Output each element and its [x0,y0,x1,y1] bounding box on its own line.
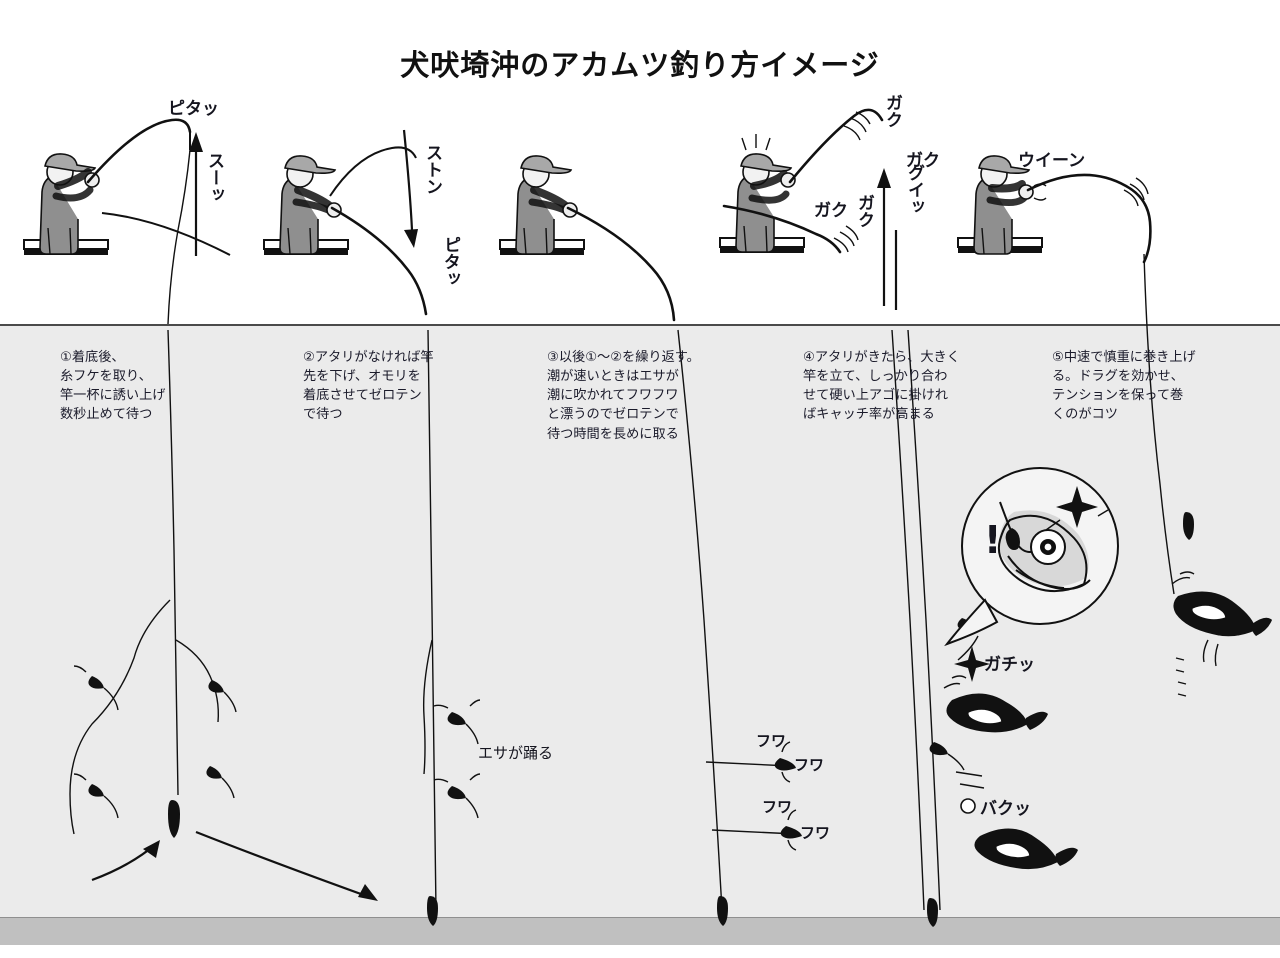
station-1-up-arrow [189,132,203,256]
biting-fish [974,828,1078,870]
step-description-3: ③以後①〜②を繰り返す。 潮が速いときはエサが 潮に吹かれてフワフワ と漂うので… [547,350,700,442]
bait [208,680,237,713]
station-2-rod [329,146,428,316]
bait [774,741,796,783]
sfx-gaku-3: ガク [814,201,848,221]
sfx-fuwa-4: フワ [800,824,831,842]
station-1-rod [86,118,231,325]
station-5-rig [1171,512,1272,697]
station-1-rig [69,329,378,901]
station-1-lift-arrow [91,840,160,882]
hooked-fish [943,675,1048,733]
bait [433,773,481,819]
station-2-down-arrow [402,129,418,248]
bait [206,766,235,799]
sfx-gaku-2: ガク [906,151,940,171]
bite-bubble [960,798,976,814]
caught-fish [1171,571,1272,667]
sfx-fuwa-1: フワ [756,732,787,750]
sfx-ston: ストン [422,144,442,195]
sfx-guitt: グイッ [904,164,924,215]
station-3-rod [566,206,676,322]
station-2-angler [263,155,349,255]
station-5-angler [957,155,1047,255]
step-description-5: ⑤中速で慎重に巻き上げ る。ドラグを効かせ、 テンションを保って巻 くのがコツ [1052,350,1196,423]
station-4-rod-low [722,204,859,254]
bait [73,665,119,711]
figure-title: 犬吠埼沖のアカムツ釣り方イメージ [400,48,880,82]
sfx-gaku-1: ガク [882,94,902,128]
note-esa-ga-odoru: エサが踊る [478,744,554,762]
water-region [0,326,1280,918]
seabed-region [0,918,1280,945]
sfx-gaku-4: ガク [854,194,874,228]
bait [780,809,802,851]
station-4-rod-up [788,108,884,184]
station-3-angler [499,155,585,255]
station-3-rig [677,329,802,926]
bait [73,773,119,819]
sfx-bakutt: バクッ [980,799,1031,819]
sfx-gachitt: ガチッ [984,655,1035,675]
station-4-rig [891,329,1078,927]
water-surface-line [0,324,1280,326]
bait [929,742,965,771]
sfx-fuwa-3: フワ [762,798,793,816]
step-description-1: ①着底後、 糸フケを取り、 竿一杯に誘い上げ 数秒止めて待つ [60,350,166,423]
station-2-rig [423,329,481,926]
station-5-rod [1026,173,1175,595]
station-1-angler [23,153,109,255]
bait [433,699,481,745]
sfx-suu: スーッ [204,152,224,203]
step-description-4: ④アタリがきたら、大きく 竿を立て、しっかり合わ せて硬い上アゴに掛けれ ばキャ… [803,350,960,423]
step-description-2: ②アタリがなければ竿 先を下げ、オモリを 着底させてゼロテン で待つ [303,350,434,423]
impact-star [954,646,990,682]
bottom-margin [0,945,1280,958]
sfx-pita-1: ピタッ [168,99,219,119]
sfx-pita-2: ピタッ [440,236,460,287]
station-4-up-arrows [877,168,898,310]
magnifier-callout [944,467,1119,647]
exclamation-mark: ! [984,518,1002,562]
station-1-drift-arrow [195,830,378,901]
sfx-uiin: ウイーン [1018,151,1086,171]
station-4-angler [719,134,805,253]
sfx-fuwa-2: フワ [794,756,825,774]
